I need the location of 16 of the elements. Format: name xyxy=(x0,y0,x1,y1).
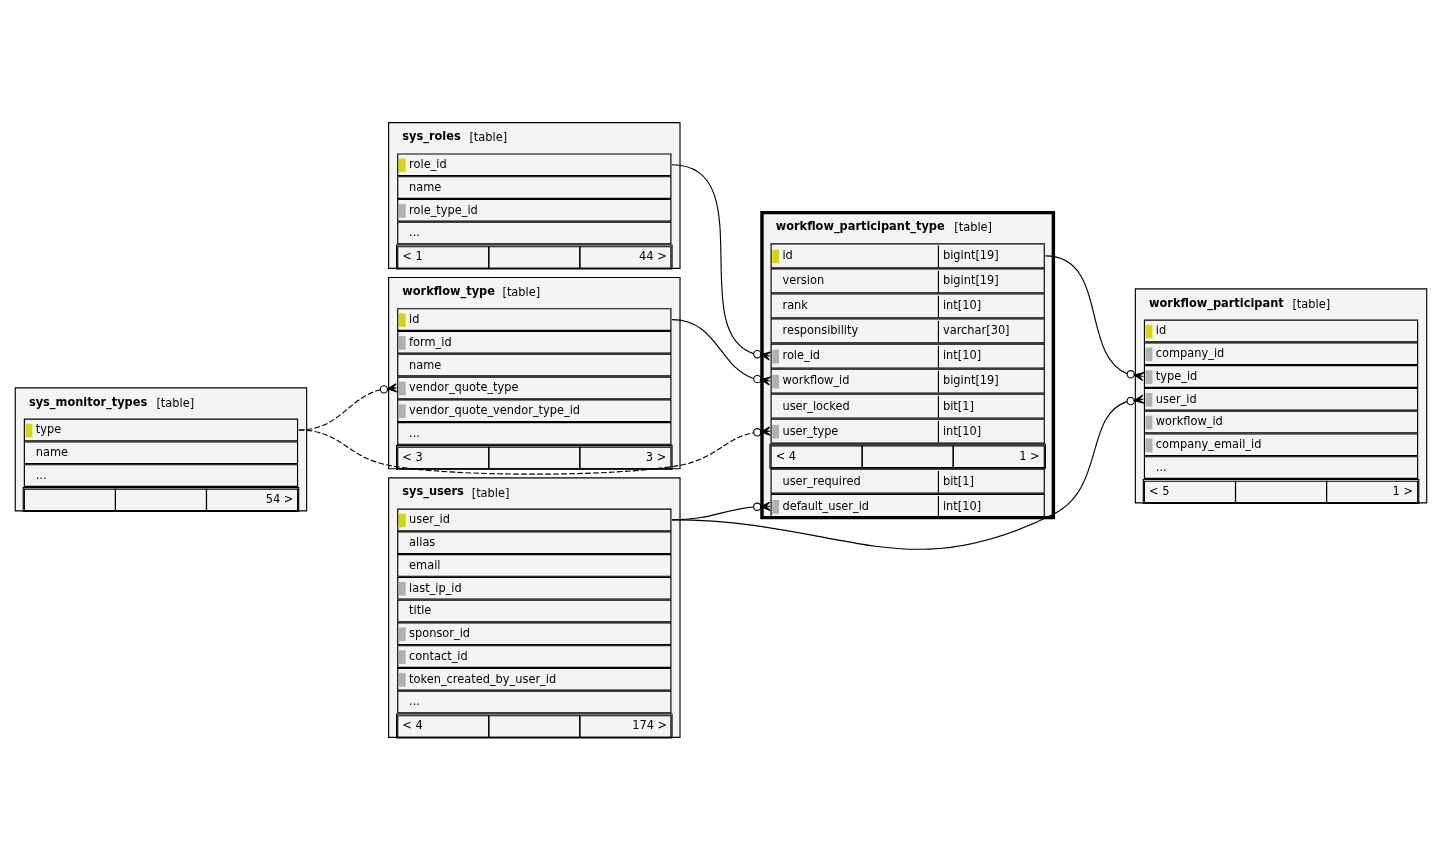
connector xyxy=(1044,254,1145,381)
node-box: ... xyxy=(1143,455,1418,479)
node-box: name xyxy=(396,175,671,199)
connector xyxy=(670,394,1144,550)
node-box: name xyxy=(396,353,671,376)
node-box: ... xyxy=(396,690,671,713)
node-box: ... xyxy=(396,221,671,244)
node-box: email xyxy=(396,553,671,577)
node-box: name xyxy=(23,440,298,464)
node-box: ... xyxy=(396,421,671,445)
connector xyxy=(670,318,771,386)
connector xyxy=(670,163,771,361)
node-box: ... xyxy=(23,463,298,487)
connector xyxy=(297,426,771,475)
node-box: title xyxy=(396,599,671,622)
node-box: alias xyxy=(396,530,671,554)
